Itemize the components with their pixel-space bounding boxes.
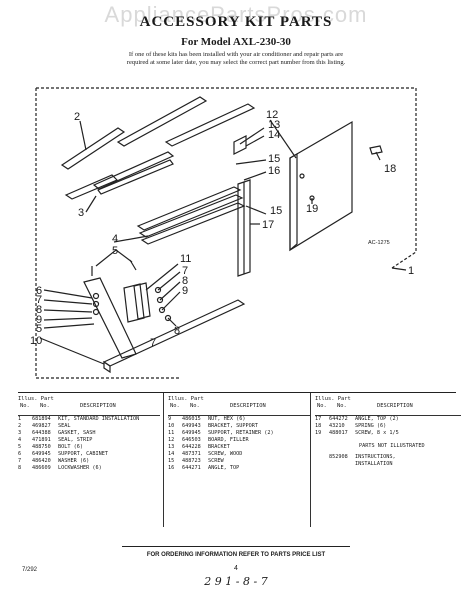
header-no: No. bbox=[317, 403, 327, 409]
callout-17: 17 bbox=[262, 219, 274, 231]
header-description: DESCRIPTION bbox=[377, 403, 413, 409]
page-number: 4 bbox=[234, 565, 238, 572]
filler-board-edge bbox=[289, 152, 298, 252]
bracket-support-10b bbox=[103, 360, 111, 374]
filler-board-12 bbox=[289, 120, 353, 252]
footer-rule bbox=[122, 546, 350, 547]
parts-header-3: Illus. Part No. No. DESCRIPTION bbox=[315, 393, 461, 416]
parts-header-2: Illus. Part No. No. DESCRIPTION bbox=[168, 393, 310, 416]
callout-10: 10 bbox=[30, 335, 42, 347]
callout-11: 11 bbox=[180, 253, 191, 265]
callout-5-top: 5 bbox=[112, 245, 118, 257]
callout-5-left: 5 bbox=[36, 323, 42, 335]
kit-outline-left bbox=[35, 88, 180, 379]
header-illus: Illus. Part bbox=[315, 396, 351, 402]
callout-6: 6 bbox=[36, 285, 42, 297]
header-no: No. bbox=[170, 403, 180, 409]
callout-8-low: 8 bbox=[174, 325, 180, 337]
intro-line-1: If one of these kits has been installed … bbox=[128, 51, 344, 58]
callout-19: 19 bbox=[306, 203, 318, 215]
callout-1: 1 bbox=[408, 265, 414, 277]
callout-13: 13 bbox=[268, 119, 280, 131]
header-illus: Illus. Part bbox=[168, 396, 204, 402]
gasket-3b bbox=[92, 151, 175, 190]
seal-strip-4a bbox=[136, 186, 242, 231]
callout-12: 12 bbox=[266, 109, 278, 121]
header-no: No. bbox=[20, 403, 30, 409]
seal-upper bbox=[116, 96, 208, 147]
header-no2: No. bbox=[337, 403, 347, 409]
ordering-info-footer: FOR ORDERING INFORMATION REFER TO PARTS … bbox=[146, 552, 326, 558]
header-description: DESCRIPTION bbox=[80, 403, 116, 409]
intro-text: If one of these kits has been installed … bbox=[100, 51, 372, 67]
page-title: ACCESSORY KIT PARTS bbox=[139, 14, 333, 30]
seal-strip-4b bbox=[138, 194, 244, 238]
header-no2: No. bbox=[190, 403, 200, 409]
kit-outline bbox=[36, 87, 417, 269]
figure-code: AC-1275 bbox=[368, 240, 390, 246]
callout-8-right: 8 bbox=[182, 275, 188, 287]
support-retainer-11b bbox=[133, 282, 151, 320]
document-code: 7/292 bbox=[22, 567, 38, 573]
callout-8-left: 8 bbox=[36, 304, 42, 316]
callout-15-mid: 15 bbox=[270, 205, 282, 217]
callout-15-top: 15 bbox=[268, 153, 280, 165]
watermark: AppliancePartsPros.com bbox=[104, 2, 368, 27]
callout-9-right: 9 bbox=[182, 285, 188, 297]
callout-4: 4 bbox=[112, 233, 118, 245]
callout-3: 3 bbox=[78, 207, 84, 219]
seal-right bbox=[164, 103, 256, 147]
callout-18: 18 bbox=[384, 163, 396, 175]
table-row: INSTALLATION bbox=[355, 461, 393, 467]
callout-7-low: 7 bbox=[150, 337, 156, 349]
callout-7-left: 7 bbox=[36, 294, 42, 306]
header-description: DESCRIPTION bbox=[230, 403, 266, 409]
spring-18 bbox=[369, 145, 383, 155]
parts-header-1: Illus. Part No. No. DESCRIPTION bbox=[18, 393, 160, 416]
handwritten-note: 2 9 1 - 8 - 7 bbox=[204, 575, 268, 588]
parts-not-illustrated-note: PARTS NOT ILLUSTRATED bbox=[359, 443, 425, 449]
intro-line-2: required at some later date, you may sel… bbox=[126, 59, 346, 66]
seal-2 bbox=[60, 127, 126, 170]
gasket-3c bbox=[97, 159, 174, 195]
callout-16: 16 bbox=[268, 165, 280, 177]
header-illus: Illus. Part bbox=[18, 396, 54, 402]
top-angle-17 bbox=[237, 179, 251, 277]
callout-9: 9 bbox=[36, 314, 42, 326]
model-subtitle: For Model AXL-230-30 bbox=[181, 36, 291, 48]
bracket-13 bbox=[233, 135, 247, 155]
header-no2: No. bbox=[40, 403, 50, 409]
gasket-3a bbox=[64, 174, 119, 200]
callout-14: 14 bbox=[268, 129, 280, 141]
callout-2: 2 bbox=[74, 111, 80, 123]
callout-7-right: 7 bbox=[182, 265, 188, 277]
